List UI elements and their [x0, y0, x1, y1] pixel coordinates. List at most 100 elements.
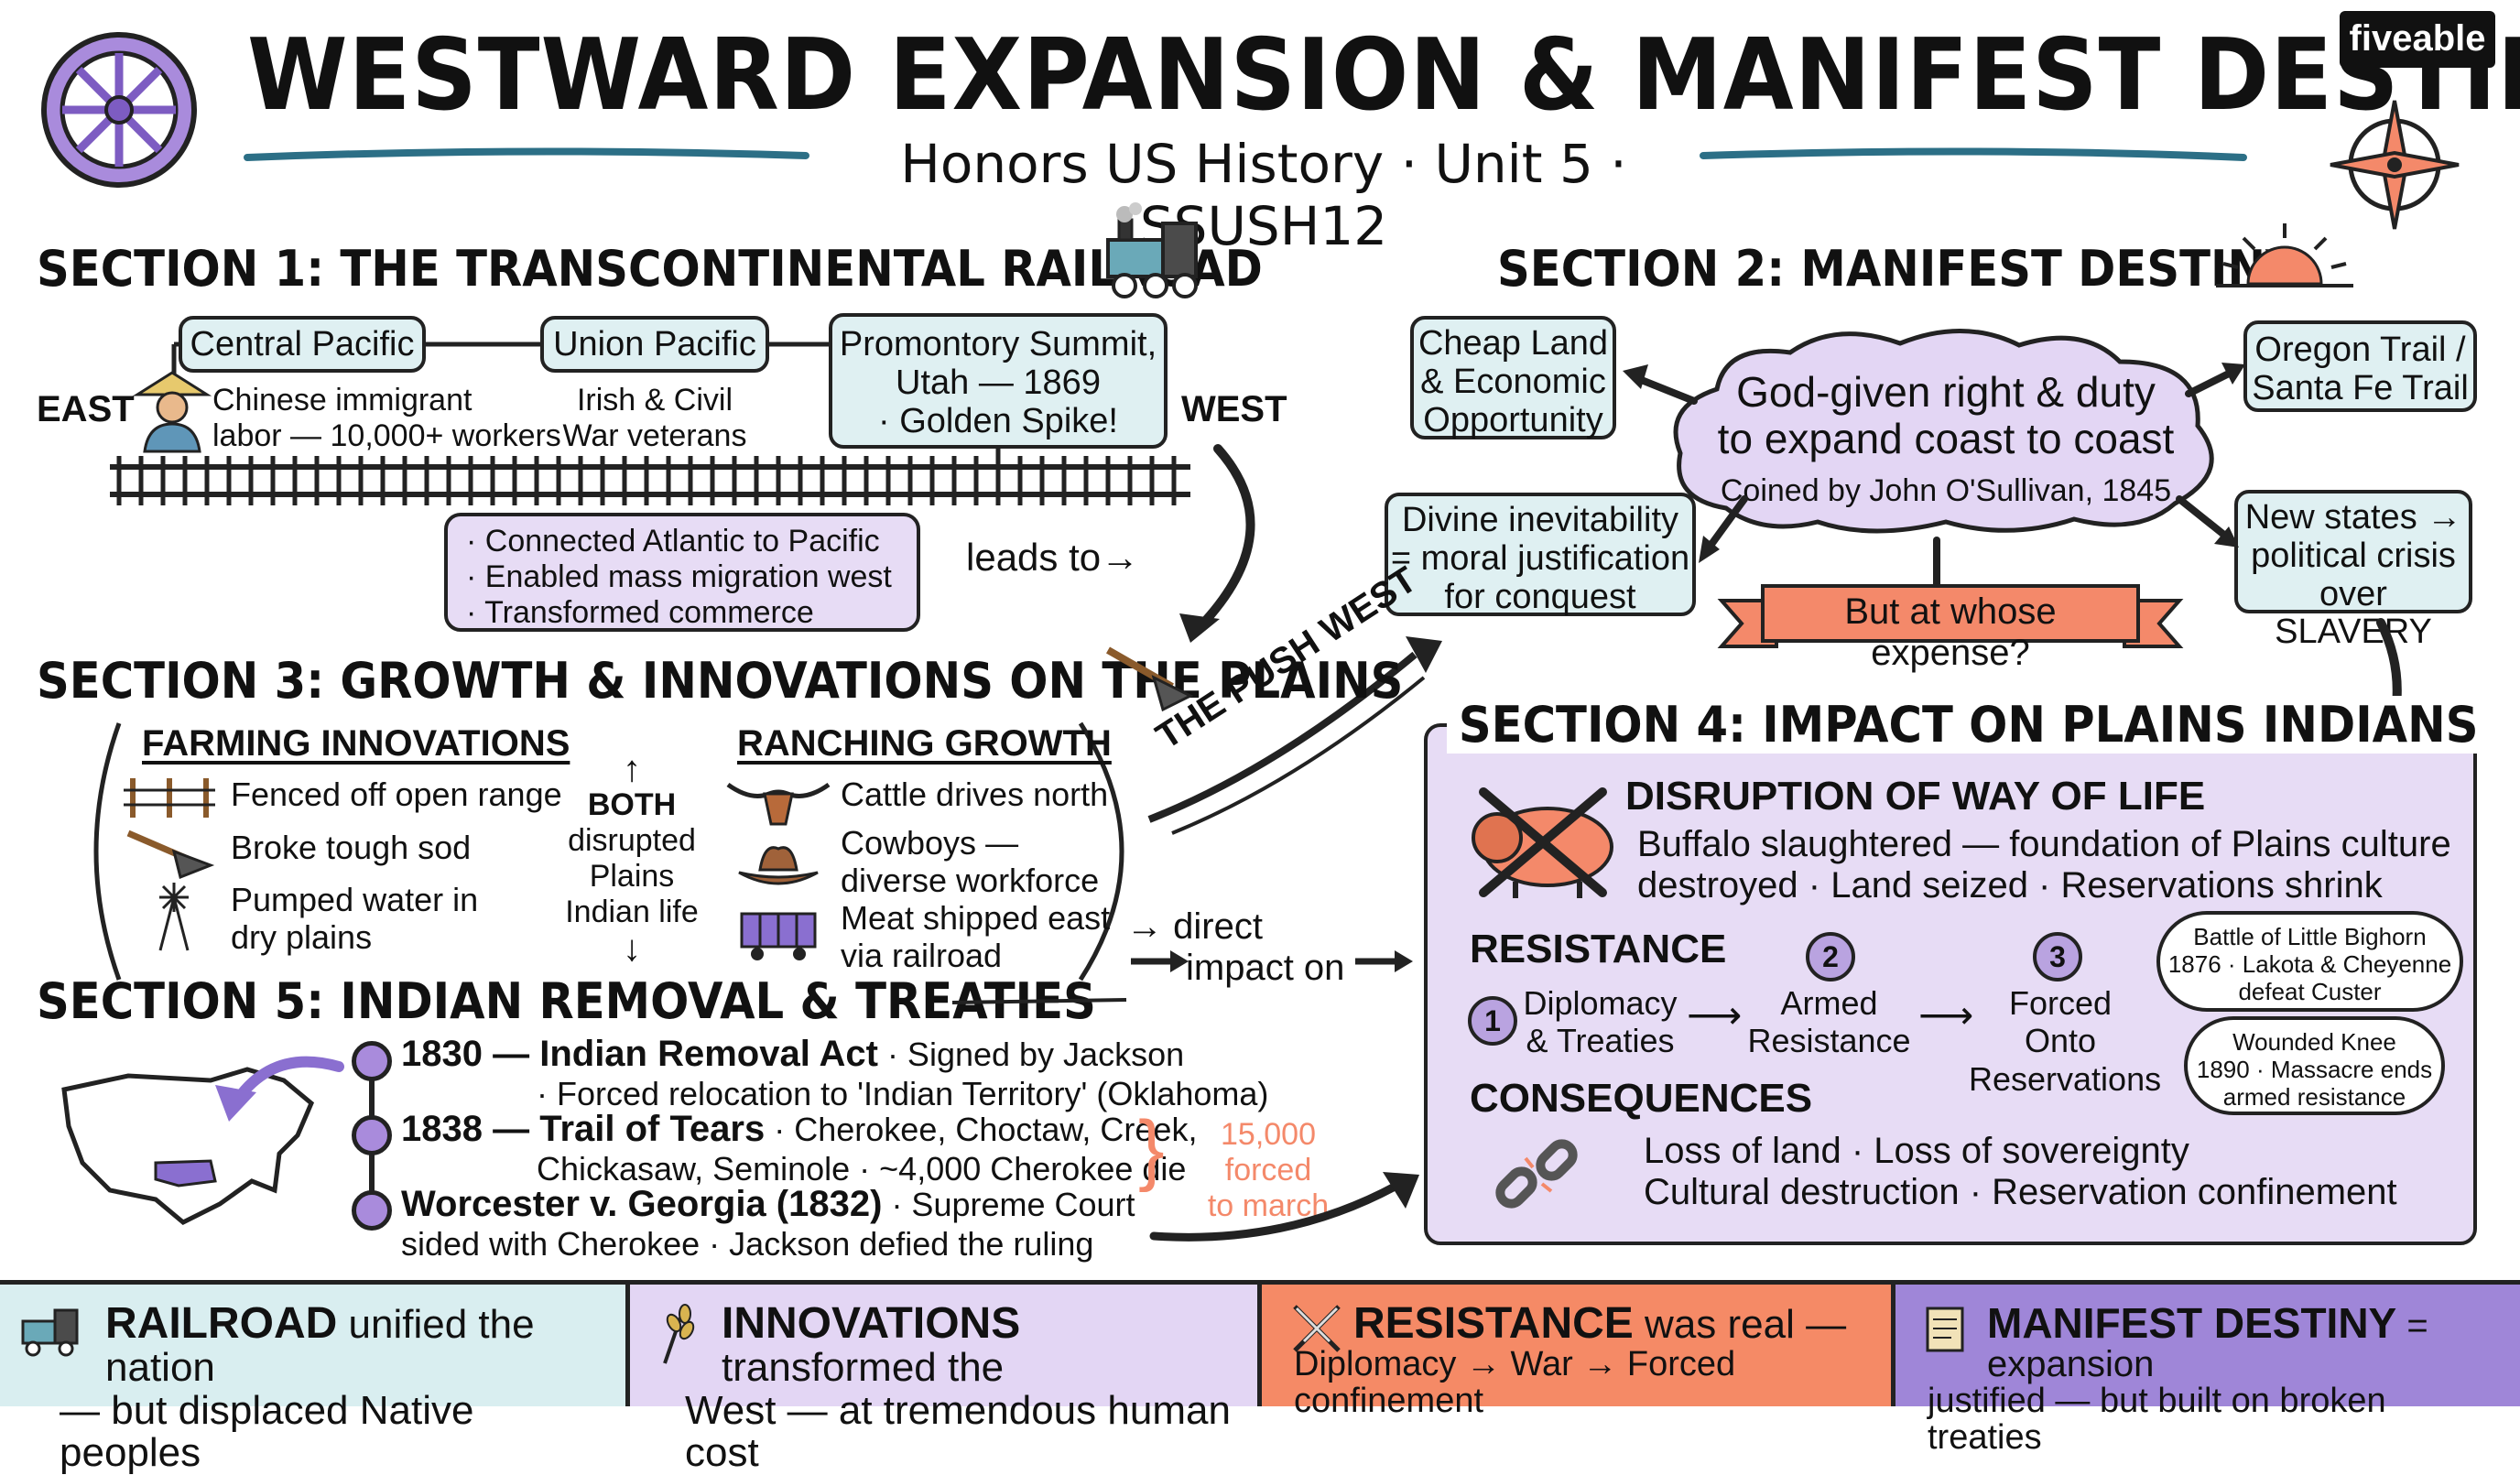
- takeaway-bold: INNOVATIONS: [722, 1299, 1021, 1348]
- takeaway-rest: was real —: [1633, 1302, 1847, 1347]
- event-detail: sided with Cherokee · Jackson defied the…: [401, 1225, 1094, 1263]
- plow-icon: [1099, 641, 1200, 714]
- central-pacific-note-line1: Chinese immigrant: [212, 383, 472, 418]
- worker-icon: [132, 371, 212, 453]
- resistance-stage-2: Armed Resistance: [1744, 984, 1914, 1060]
- ranching-item-multiline: Cowboys — diverse workforce: [841, 824, 1099, 900]
- resistance-stage-3: Forced Onto Reservations: [1969, 984, 2162, 1098]
- union-pacific-label: Union Pacific: [553, 325, 756, 363]
- farming-item: dry plains: [231, 918, 373, 957]
- forced-march-brace: }: [1138, 1105, 1165, 1193]
- stage-line: Diplomacy: [1523, 984, 1678, 1022]
- wounded-knee-line: Wounded Knee: [2232, 1028, 2396, 1056]
- rail-car-icon: [737, 906, 820, 961]
- consequences-text: Loss of land · Loss of sovereignty Cultu…: [1644, 1131, 2397, 1213]
- ranching-item: diverse workforce: [841, 862, 1100, 900]
- leads-to-label: leads to→: [966, 536, 1140, 579]
- ranching-item: via railroad: [841, 937, 1003, 975]
- takeaway-bold: RAILROAD: [105, 1299, 338, 1348]
- summit-line1: Promontory Summit,: [839, 325, 1157, 363]
- takeaway-bold: MANIFEST DESTINY: [1987, 1299, 2397, 1347]
- union-pacific-note: Irish & Civil War veterans: [540, 383, 769, 454]
- stage-number: 3: [2033, 932, 2082, 982]
- broken-chain-icon: [1491, 1131, 1582, 1222]
- new-states-line: New states →: [2244, 498, 2462, 537]
- stage-line: Reservations: [1969, 1059, 2162, 1098]
- ranching-item: Cowboys —: [841, 824, 1019, 862]
- bighorn-line: Battle of Little Bighorn: [2193, 923, 2427, 950]
- consequences-title: CONSEQUENCES: [1470, 1076, 1813, 1121]
- resistance-title: RESISTANCE: [1470, 927, 1727, 971]
- expense-banner: But at whose expense?: [1717, 582, 2184, 673]
- forced-note-line: 15,000 forced: [1221, 1117, 1316, 1188]
- takeaway-rest: = expansion: [1987, 1306, 2428, 1385]
- section5-title: SECTION 5: INDIAN REMOVAL & TREATIES: [37, 972, 1096, 1030]
- takeaway-line2: West — at tremendous human cost: [685, 1387, 1231, 1475]
- stage-number: 1: [1468, 996, 1517, 1046]
- event-heading: 1830 — Indian Removal Act: [401, 1034, 878, 1074]
- stage-arrow: ⟶: [1687, 993, 1743, 1036]
- manifest-core-line1: God-given right & duty: [1736, 368, 2156, 416]
- new-states-box: New states → political crisis over SLAVE…: [2234, 490, 2472, 651]
- resistance-stage-1: Diplomacy & Treaties: [1520, 984, 1680, 1060]
- direct-impact-label: → direct impact on: [1126, 906, 1344, 989]
- bighorn-line: defeat Custer: [2238, 977, 2382, 1005]
- manifest-core-line2: to expand coast to coast: [1717, 414, 2175, 462]
- farming-item-multiline: Pumped water in dry plains: [231, 881, 478, 957]
- direct-impact-line2: impact on: [1186, 947, 1345, 988]
- effect-item: · Connected Atlantic to Pacific: [466, 524, 880, 559]
- cheap-land-line: & Economic: [1420, 362, 1606, 401]
- central-pacific-box: Central Pacific: [179, 316, 426, 373]
- both-line: disrupted: [568, 823, 696, 859]
- both-disrupted-note: ↑ BOTH disrupted Plains Indian life ↓: [549, 751, 714, 967]
- train-small-icon: [18, 1301, 82, 1357]
- push-west-arrow: THE PUSH WEST: [1140, 559, 1451, 835]
- oregon-line: Santa Fe Trail: [2252, 368, 2469, 407]
- railroad-effects-bubble: · Connected Atlantic to Pacific · Enable…: [444, 513, 920, 632]
- new-states-line: political crisis: [2251, 536, 2456, 575]
- cowboy-hat-icon: [737, 838, 820, 893]
- crossed-swords-icon: [1289, 1301, 1344, 1356]
- direct-impact-arrows: [1131, 950, 1413, 972]
- takeaway-rest: transformed the: [722, 1345, 1005, 1391]
- bighorn-line: 1876 · Lakota & Cheyenne: [2167, 949, 2452, 978]
- section2-title: SECTION 2: MANIFEST DESTINY: [1497, 240, 2299, 298]
- timeline-dot: [352, 1190, 392, 1231]
- fiveable-logo: fiveable: [2340, 11, 2495, 68]
- stage-line: Armed: [1780, 984, 1878, 1022]
- west-label: WEST: [1181, 389, 1287, 429]
- scroll-icon: [1918, 1301, 1973, 1356]
- summit-line3: · Golden Spike!: [878, 401, 1118, 440]
- timeline-event-3: Worcester v. Georgia (1832) · Supreme Co…: [401, 1183, 1135, 1263]
- ranching-item-multiline: Meat shipped east via railroad: [841, 899, 1110, 975]
- takeaway-innovations: INNOVATIONS transformed the West — at tr…: [630, 1285, 1262, 1473]
- section3-bracket: [93, 721, 1124, 982]
- promontory-summit-box: Promontory Summit, Utah — 1869 · Golden …: [829, 313, 1168, 449]
- longhorn-icon: [723, 774, 833, 829]
- union-pacific-note-line2: War veterans: [562, 418, 747, 454]
- plow-small-icon: [124, 824, 215, 880]
- event-detail: · Signed by Jackson: [886, 1036, 1185, 1073]
- stage-number: 2: [1806, 932, 1855, 982]
- us-map-icon: [55, 1053, 320, 1236]
- wheat-icon: [646, 1301, 701, 1365]
- takeaway-resistance: RESISTANCE was real — Diplomacy → War → …: [1262, 1285, 1895, 1419]
- ranching-item: Cattle drives north: [841, 775, 1109, 813]
- consequences-line2: Cultural destruction · Reservation confi…: [1644, 1171, 2397, 1212]
- oregon-trail-box: Oregon Trail / Santa Fe Trail: [2243, 320, 2477, 412]
- divine-line: Divine inevitability: [1401, 501, 1678, 539]
- buffalo-crossed-icon: [1465, 783, 1621, 902]
- stage-line: & Treaties: [1526, 1022, 1675, 1060]
- coined-by: Coined by John O'Sullivan, 1845: [1720, 473, 2172, 508]
- takeaway-line2: Diplomacy → War → Forced confinement: [1294, 1345, 1736, 1421]
- title-underline: [244, 147, 2247, 161]
- takeaway-banners: RAILROAD unified the nation — but displa…: [0, 1280, 2520, 1473]
- relocation-arrow: [215, 1056, 344, 1122]
- consequences-line1: Loss of land · Loss of sovereignty: [1644, 1131, 2189, 1171]
- divine-line: for conquest: [1444, 577, 1636, 616]
- event-detail: · Forced relocation to 'Indian Territory…: [537, 1075, 1269, 1112]
- cheap-land-box: Cheap Land & Economic Opportunity: [1410, 316, 1616, 439]
- effect-item: · Enabled mass migration west: [466, 559, 892, 595]
- event-heading: Worcester v. Georgia (1832): [401, 1184, 883, 1224]
- section4-title: SECTION 4: IMPACT ON PLAINS INDIANS: [1447, 696, 2491, 754]
